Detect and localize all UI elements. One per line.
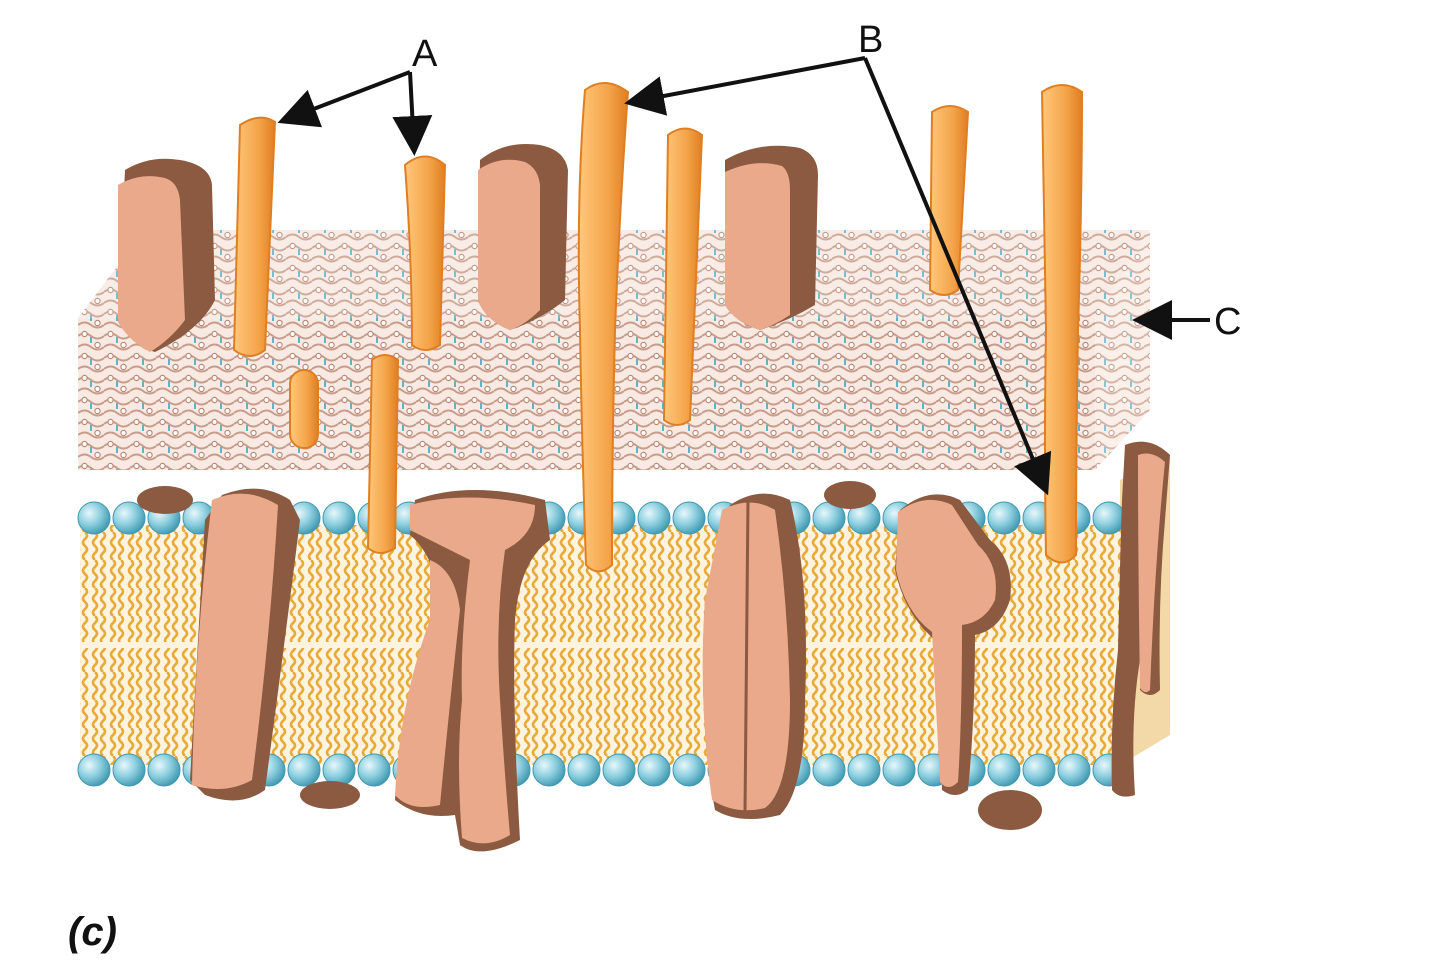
phospholipid-head — [637, 501, 671, 535]
arrow-a-left — [277, 70, 411, 128]
surface-protein-face — [725, 163, 790, 330]
phospholipid-head — [287, 753, 321, 787]
teichoic-acids — [232, 82, 1084, 573]
phospholipid-head — [882, 753, 916, 787]
wall-teichoic-acid-fragment — [289, 369, 319, 449]
phospholipid-head — [1022, 753, 1056, 787]
phospholipid-head — [987, 501, 1021, 535]
arrow-b-down — [863, 57, 1052, 496]
peripheral-protein — [824, 481, 876, 509]
wall-teichoic-acid — [662, 127, 704, 426]
phospholipid-head — [567, 753, 601, 787]
phospholipid-head — [77, 753, 111, 787]
peripheral-protein — [978, 790, 1042, 830]
phospholipid-head — [322, 501, 356, 535]
phospholipid-head — [847, 753, 881, 787]
label-b: B — [858, 19, 883, 61]
callout-arrows — [277, 56, 1210, 496]
peripheral-protein — [137, 486, 193, 514]
phospholipid-head — [672, 753, 706, 787]
surface-protein-face — [478, 159, 540, 330]
phospholipid-head — [637, 753, 671, 787]
phospholipid-head — [1057, 753, 1091, 787]
label-a: A — [412, 33, 438, 75]
subunit-divider — [743, 499, 750, 813]
lipoteichoic-acid — [577, 82, 630, 573]
surface-protein-face — [118, 176, 185, 352]
integral-protein-face — [410, 497, 535, 844]
wall-teichoic-acid — [232, 116, 277, 357]
arrow-b-left — [624, 56, 866, 116]
phospholipid-head — [1092, 501, 1126, 535]
integral-protein-face — [192, 493, 278, 789]
integral-protein-face — [896, 499, 996, 787]
phospholipid-head — [987, 753, 1021, 787]
wall-teichoic-acid — [403, 155, 447, 351]
lipoteichoic-acid-lower — [366, 354, 400, 554]
membrane-proteins — [137, 441, 1170, 852]
integral-protein-face — [395, 560, 460, 808]
phospholipid-head — [672, 501, 706, 535]
phospholipid-head — [532, 753, 566, 787]
figure-caption: (c) — [68, 910, 117, 954]
label-c: C — [1214, 301, 1241, 343]
integral-protein-face — [1138, 453, 1165, 693]
phospholipid-head — [112, 501, 146, 535]
wall-proteins — [118, 144, 818, 352]
wall-teichoic-acid — [928, 105, 970, 296]
phospholipid-head — [357, 753, 391, 787]
lipoteichoic-acid — [1040, 84, 1084, 564]
arrow-a-down — [392, 71, 433, 156]
phospholipid-head — [112, 753, 146, 787]
phospholipid-head — [77, 501, 111, 535]
peripheral-protein — [300, 781, 360, 809]
peptidoglycan-side-face — [1095, 230, 1150, 470]
phospholipid-head — [602, 753, 636, 787]
phospholipid-head — [147, 753, 181, 787]
phospholipid-head — [812, 753, 846, 787]
